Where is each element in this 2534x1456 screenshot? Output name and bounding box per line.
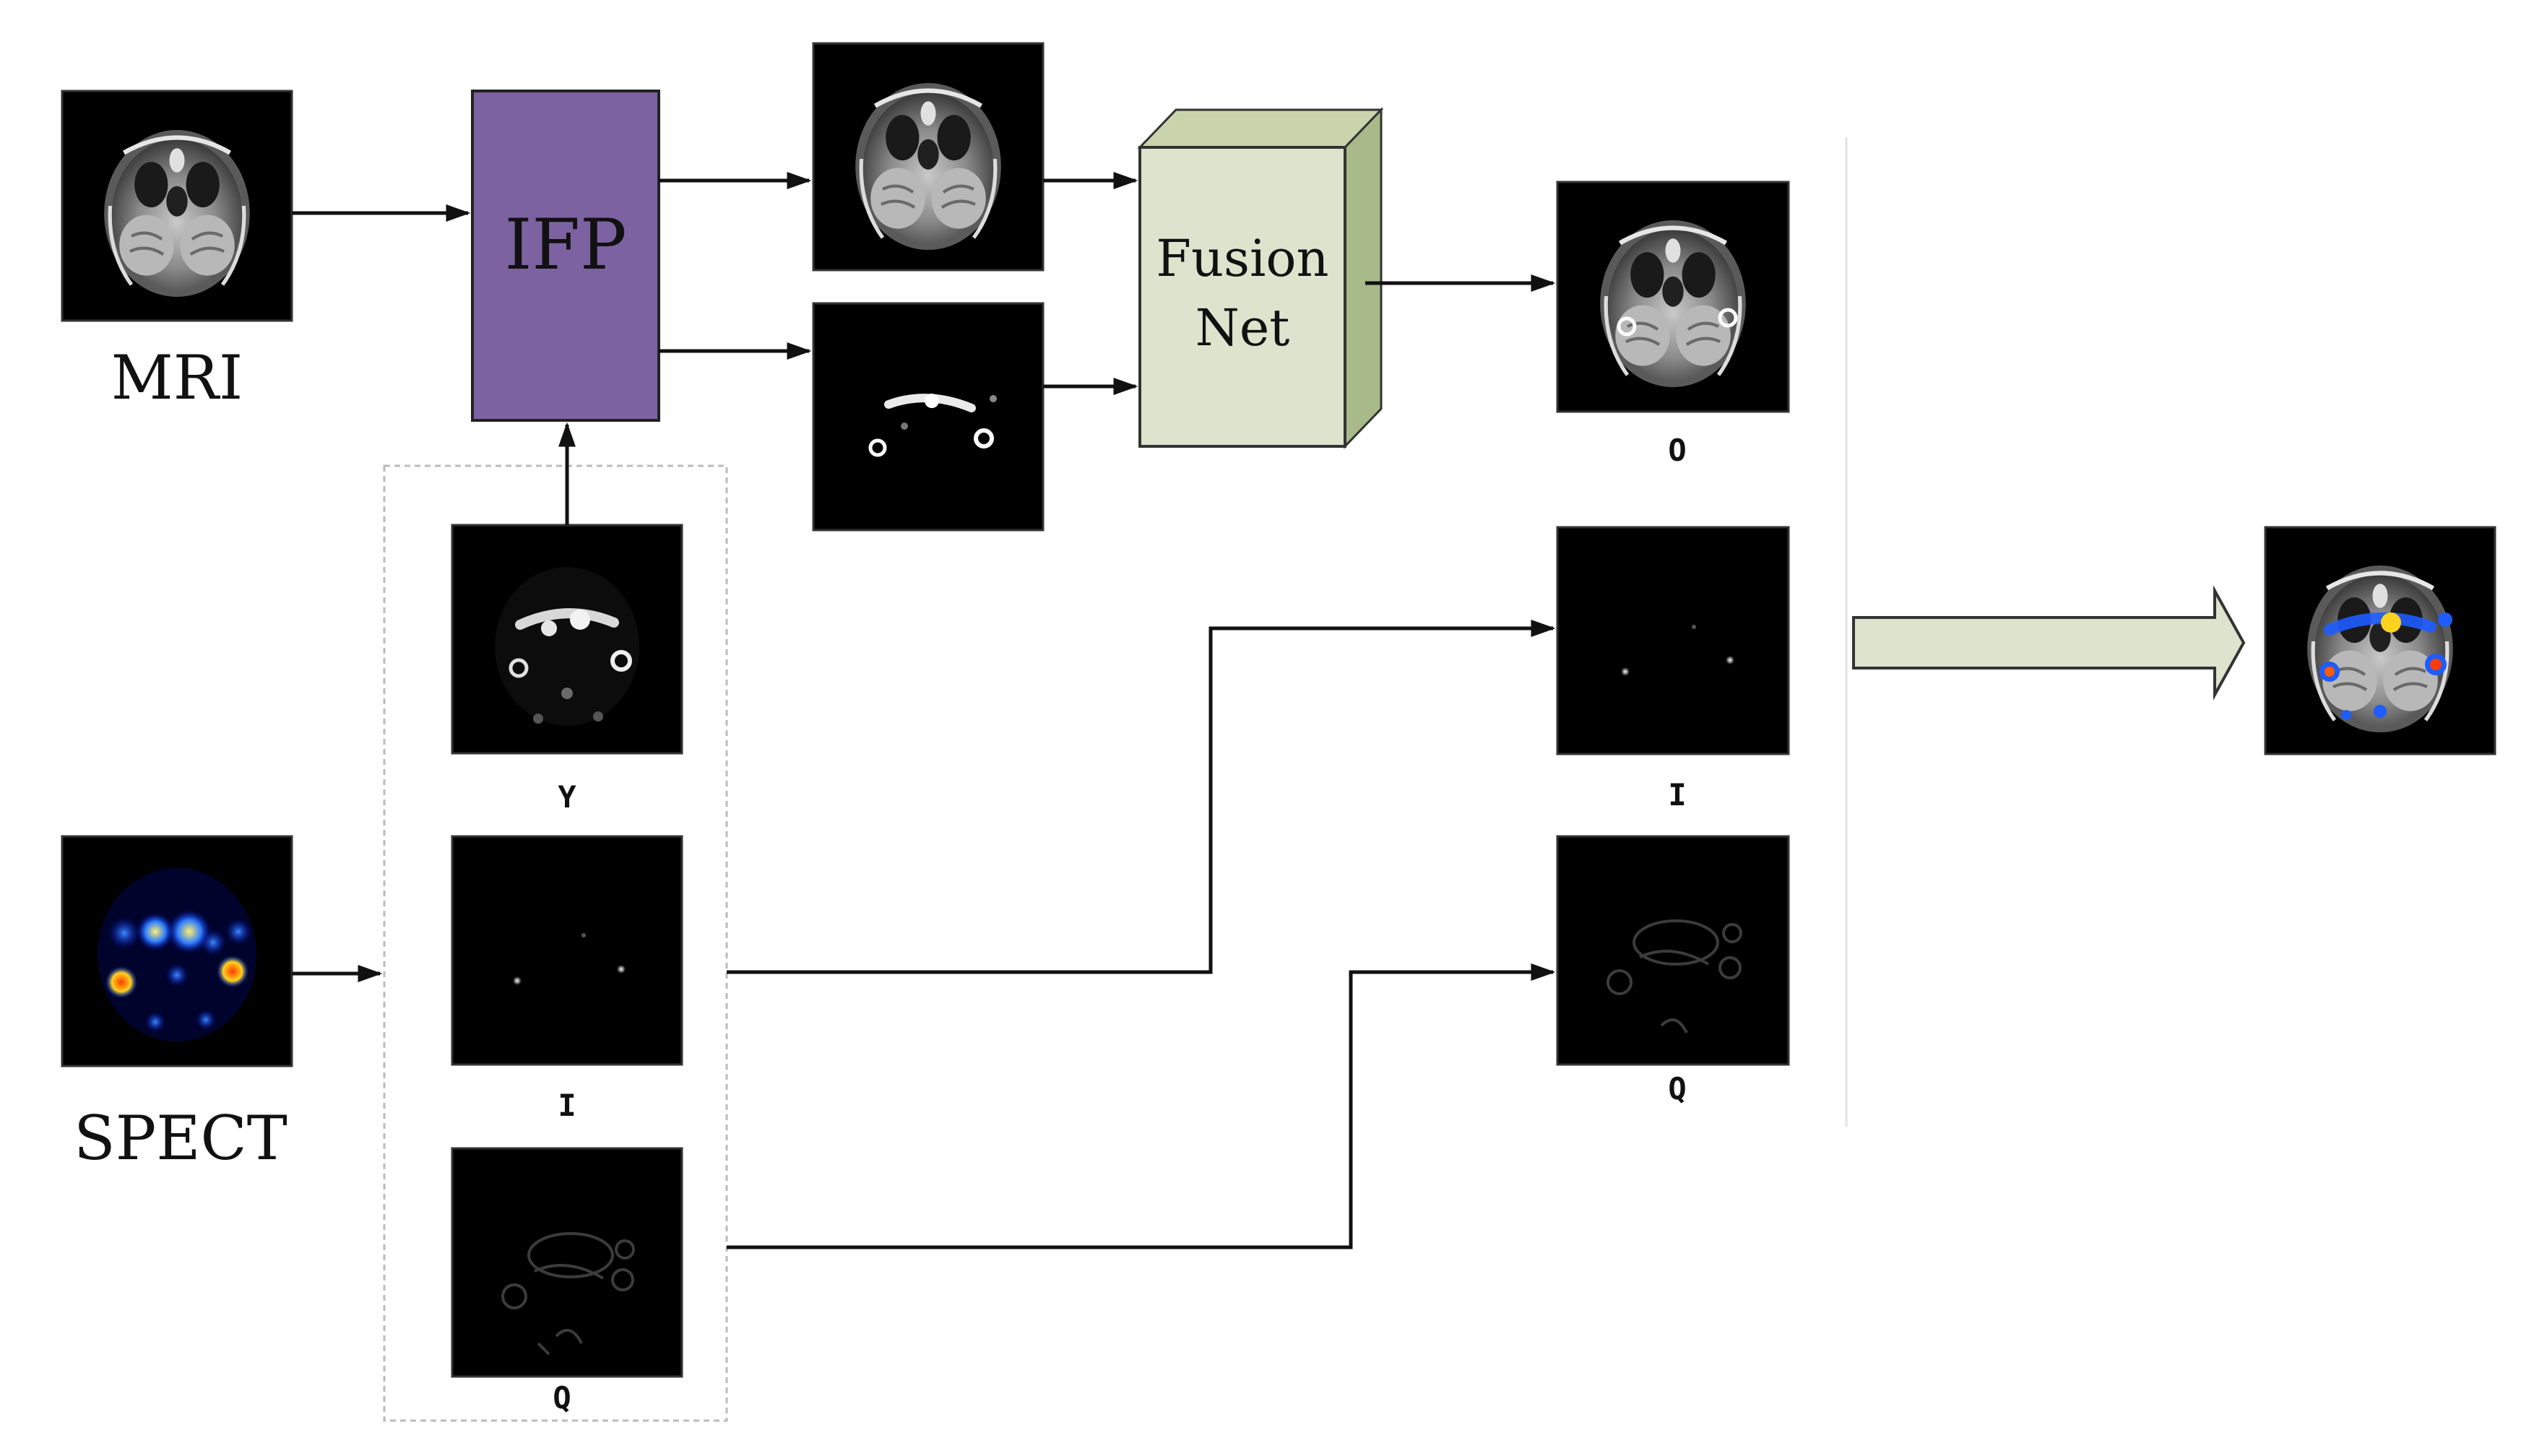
mri-label: MRI — [111, 342, 243, 413]
output-o-image — [1556, 181, 1790, 413]
ifp-output-function-image — [812, 302, 1045, 532]
y-channel-image — [451, 524, 683, 755]
spect-input-image — [61, 835, 293, 1067]
yiq-group-frame — [383, 464, 728, 1422]
fusion-net-label-line1: Fusion — [1156, 229, 1328, 288]
spect-label: SPECT — [74, 1103, 287, 1174]
mri-input-image — [61, 90, 293, 322]
ifp-label: IFP — [504, 204, 626, 285]
output-o-label: O — [1668, 433, 1686, 468]
connector-arrows — [292, 172, 1556, 1249]
q-channel-image — [451, 1147, 683, 1378]
fusion-net-label-line2: Net — [1195, 298, 1290, 358]
i-channel-label: I — [558, 1088, 576, 1123]
q-channel-label: Q — [553, 1380, 571, 1416]
i-channel-image — [451, 835, 683, 1066]
y-channel-label: Y — [558, 779, 576, 815]
output-q-image — [1556, 835, 1790, 1066]
output-i-image — [1556, 526, 1790, 755]
ifp-output-structure-image — [812, 42, 1045, 272]
final-fused-image — [2264, 526, 2496, 755]
output-q-label: Q — [1668, 1071, 1686, 1106]
fusion-net-block — [1137, 107, 1384, 449]
result-arrow — [1852, 585, 2246, 701]
ifp-block — [471, 90, 660, 422]
output-i-label: I — [1668, 777, 1686, 812]
